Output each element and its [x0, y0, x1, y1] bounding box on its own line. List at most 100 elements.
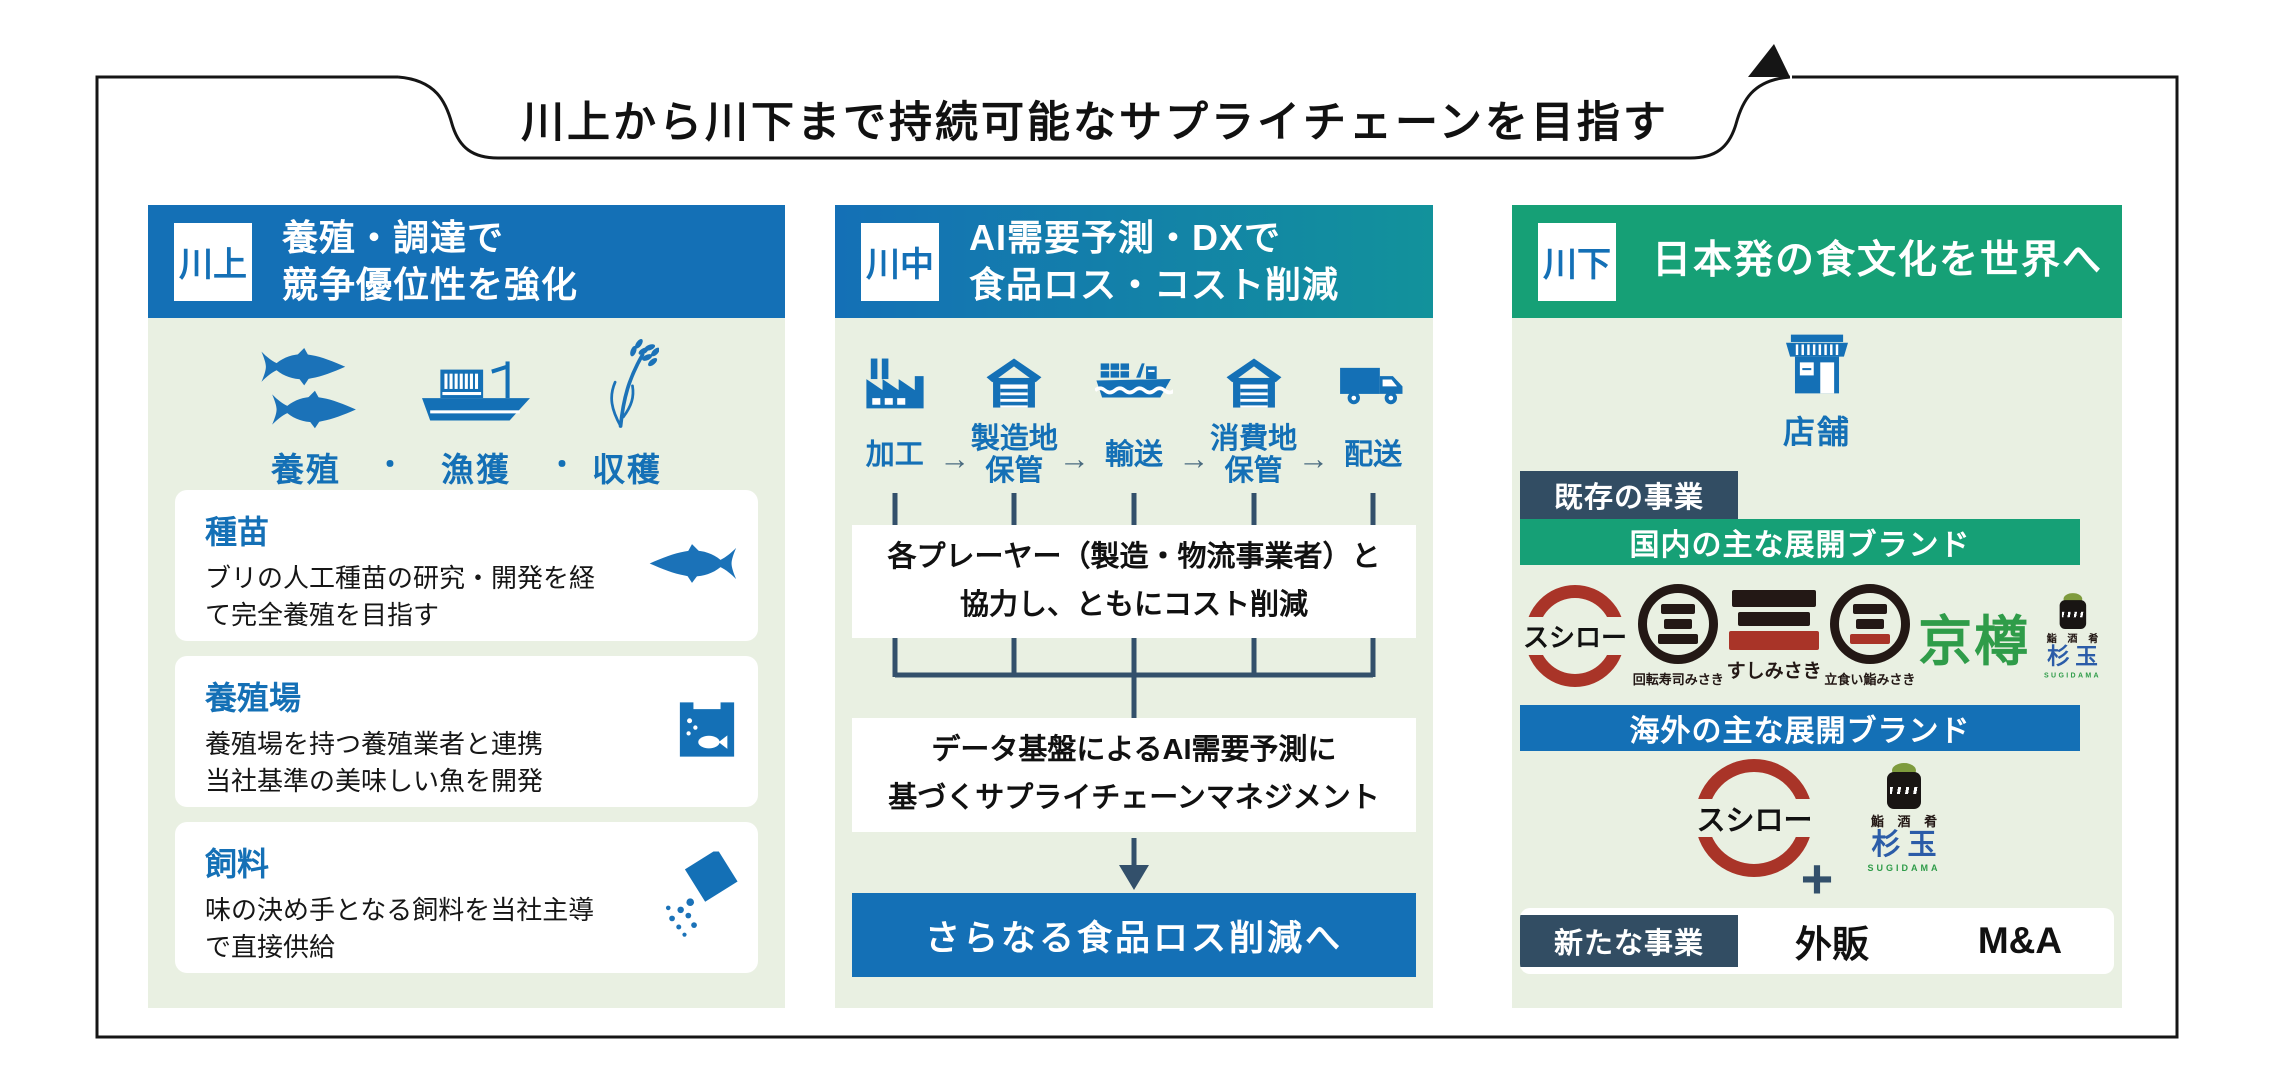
- stage-processing: 加工: [835, 347, 955, 491]
- stage-consumption-storage: 消費地 保管: [1194, 347, 1314, 491]
- upstream-header: 川上 養殖・調達で 競争優位性を強化: [148, 205, 785, 318]
- misaki-circle-icon: [1829, 584, 1910, 664]
- stage-arrow-icon: →: [1297, 441, 1329, 476]
- stage-origin-storage: 製造地 保管: [955, 347, 1075, 491]
- stage-label: 消費地 保管: [1210, 419, 1297, 491]
- card-title: 養殖場: [205, 680, 302, 716]
- feed-bag-icon: [652, 848, 738, 944]
- cooperation-note: 各プレーヤー（製造・物流事業者）と 協力し、ともにコスト削減: [852, 525, 1416, 638]
- flow-separator: ・: [375, 449, 404, 480]
- note-line2: 基づくサプライチェーンマネジメント: [888, 782, 1380, 814]
- stage-arrow-icon: →: [1178, 441, 1210, 476]
- upstream-panel: 川上 養殖・調達で 競争優位性を強化 養殖 ・: [148, 205, 785, 1008]
- flow-item-fishing: 漁獲: [420, 354, 532, 491]
- stage-row: 加工 製造地 保管: [835, 347, 1433, 491]
- card-body: 養殖場を持つ養殖業者と連携 当社基準の美味しい魚を開発: [205, 726, 623, 800]
- upstream-title-line1: 養殖・調達で: [282, 216, 505, 258]
- midstream-title: AI需要予測・DXで 食品ロス・コスト削減: [969, 215, 1339, 309]
- sugidama-romaji: SUGIDAMA: [1867, 863, 1941, 873]
- sushimisaki-logo: すしみさき: [1726, 589, 1822, 683]
- midstream-title-line1: AI需要予測・DXで: [969, 216, 1282, 258]
- upstream-flow-row: 養殖 ・: [162, 338, 752, 491]
- container-ship-icon: [1094, 347, 1173, 409]
- overseas-brand-row: スシロー 鮨 酒 肴 杉玉 SUGIDAMA: [1512, 757, 2122, 879]
- plus-icon: +: [1800, 847, 1834, 910]
- upstream-tag: 川上: [174, 222, 252, 301]
- stage-label: 製造地 保管: [971, 419, 1058, 491]
- card-feed: 飼料 味の決め手となる飼料を当社主導 で直接供給: [175, 822, 758, 973]
- card-title: 種苗: [205, 514, 270, 550]
- food-loss-goal-box: さらなる食品ロス削減へ: [852, 893, 1416, 977]
- storefront-icon: [1786, 334, 1848, 394]
- stage-label-line1: 輸送: [1104, 438, 1163, 471]
- misaki-caption: 回転寿司みさき: [1632, 672, 1724, 687]
- sushi-roll-icon: [1886, 763, 1921, 809]
- sushiro-wordmark: スシロー: [1696, 805, 1813, 837]
- sushiro-band: [1684, 799, 1825, 837]
- stage-arrow-icon: →: [1058, 441, 1090, 476]
- sugidama-logo: 鮨 酒 肴 杉玉 SUGIDAMA: [1864, 763, 1943, 873]
- sushiro-wordmark: スシロー: [1522, 622, 1627, 653]
- new-business-label: 新たな事業: [1520, 915, 1738, 967]
- downstream-panel: 川下 日本発の食文化を世界へ 店舗: [1512, 205, 2122, 1008]
- note-line1: 各プレーヤー（製造・物流事業者）と: [887, 540, 1381, 573]
- main-title: 川上から川下まで持続可能なサプライチェーンを目指す: [521, 99, 1669, 147]
- fish-icon: [646, 542, 738, 589]
- card-body-line2: 当社基準の美味しい魚を開発: [205, 765, 544, 796]
- card-body: 味の決め手となる飼料を当社主導 で直接供給: [205, 892, 623, 966]
- stage-label: 加工: [866, 419, 924, 491]
- store-label: 店舗: [1782, 414, 1851, 450]
- kyotaru-logo: 京樽: [1918, 611, 2031, 672]
- stage-delivery: 配送: [1313, 347, 1433, 491]
- downstream-title: 日本発の食文化を世界へ: [1652, 239, 2104, 283]
- fish-tank-icon: [676, 698, 738, 765]
- note-line2: 協力し、ともにコスト削減: [959, 588, 1308, 621]
- stage-shipping: 輸送: [1074, 347, 1194, 491]
- card-title: 飼料: [205, 846, 270, 882]
- misaki-tachigui-logo: 立食い鮨みさき: [1824, 584, 1915, 688]
- sugidama-subtext: 鮨 酒 肴: [1870, 814, 1943, 829]
- card-seedling: 種苗 ブリの人工種苗の研究・開発を経 て完全養殖を目指す: [175, 490, 758, 641]
- sushiro-logo: スシロー: [1684, 757, 1825, 879]
- factory-icon: [862, 347, 928, 409]
- flow-label: 収穫: [592, 451, 663, 488]
- upstream-cards: 種苗 ブリの人工種苗の研究・開発を経 て完全養殖を目指す 養殖場 養殖場を持つ養…: [175, 490, 758, 973]
- midstream-panel: 川中 AI需要予測・DXで 食品ロス・コスト削減: [835, 205, 1433, 1008]
- upstream-title: 養殖・調達で 競争優位性を強化: [282, 215, 578, 309]
- flow-label: 養殖: [270, 451, 341, 488]
- stage-arrow-icon: →: [939, 441, 971, 476]
- stage-label: 輸送: [1105, 419, 1163, 491]
- store-block: 店舗: [1512, 333, 2122, 453]
- sushimisaki-caption: すしみさき: [1726, 660, 1822, 682]
- sugidama-wordmark: 杉玉: [2047, 644, 2104, 670]
- overseas-brands-band: 海外の主な展開ブランド: [1520, 705, 2080, 751]
- new-business-item-ma: M&A: [1977, 920, 2063, 961]
- domestic-brands-band: 国内の主な展開ブランド: [1520, 519, 2080, 565]
- misaki-kaiten-logo: 回転寿司みさき: [1633, 584, 1724, 688]
- fishing-boat-icon: [422, 361, 530, 421]
- stage-label-line1: 配送: [1344, 438, 1403, 471]
- existing-business-label: 既存の事業: [1520, 471, 1738, 519]
- stage-label-line2: 保管: [1224, 455, 1283, 487]
- stage-label-line1: 製造地: [970, 422, 1058, 455]
- downstream-tag: 川下: [1538, 222, 1616, 301]
- card-body-line1: ブリの人工種苗の研究・開発を経: [205, 563, 596, 593]
- note-line1: データ基盤によるAI需要予測に: [931, 734, 1337, 767]
- flow-item-aquaculture: 養殖: [252, 348, 360, 491]
- misaki-caption: 立食い鮨みさき: [1824, 672, 1916, 687]
- stage-label-line1: 消費地: [1210, 422, 1298, 455]
- downstream-header: 川下 日本発の食文化を世界へ: [1512, 205, 2122, 318]
- stage-label-line2: 保管: [985, 455, 1044, 487]
- flow-separator: ・: [548, 449, 577, 480]
- midstream-header: 川中 AI需要予測・DXで 食品ロス・コスト削減: [835, 205, 1433, 318]
- upstream-title-line2: 競争優位性を強化: [282, 263, 579, 305]
- new-business-item-gaihan: 外販: [1795, 924, 1869, 965]
- sugidama-logo: 鮨 酒 肴 杉玉 SUGIDAMA: [2042, 593, 2104, 679]
- sugidama-subtext: 鮨 酒 肴: [2046, 632, 2103, 645]
- card-body: ブリの人工種苗の研究・開発を経 て完全養殖を目指す: [205, 560, 623, 634]
- stage-label: 配送: [1344, 419, 1402, 491]
- domestic-brand-row: スシロー 回転寿司みさき すしみさき: [1514, 571, 2112, 701]
- fish-pair-icon: [261, 348, 356, 429]
